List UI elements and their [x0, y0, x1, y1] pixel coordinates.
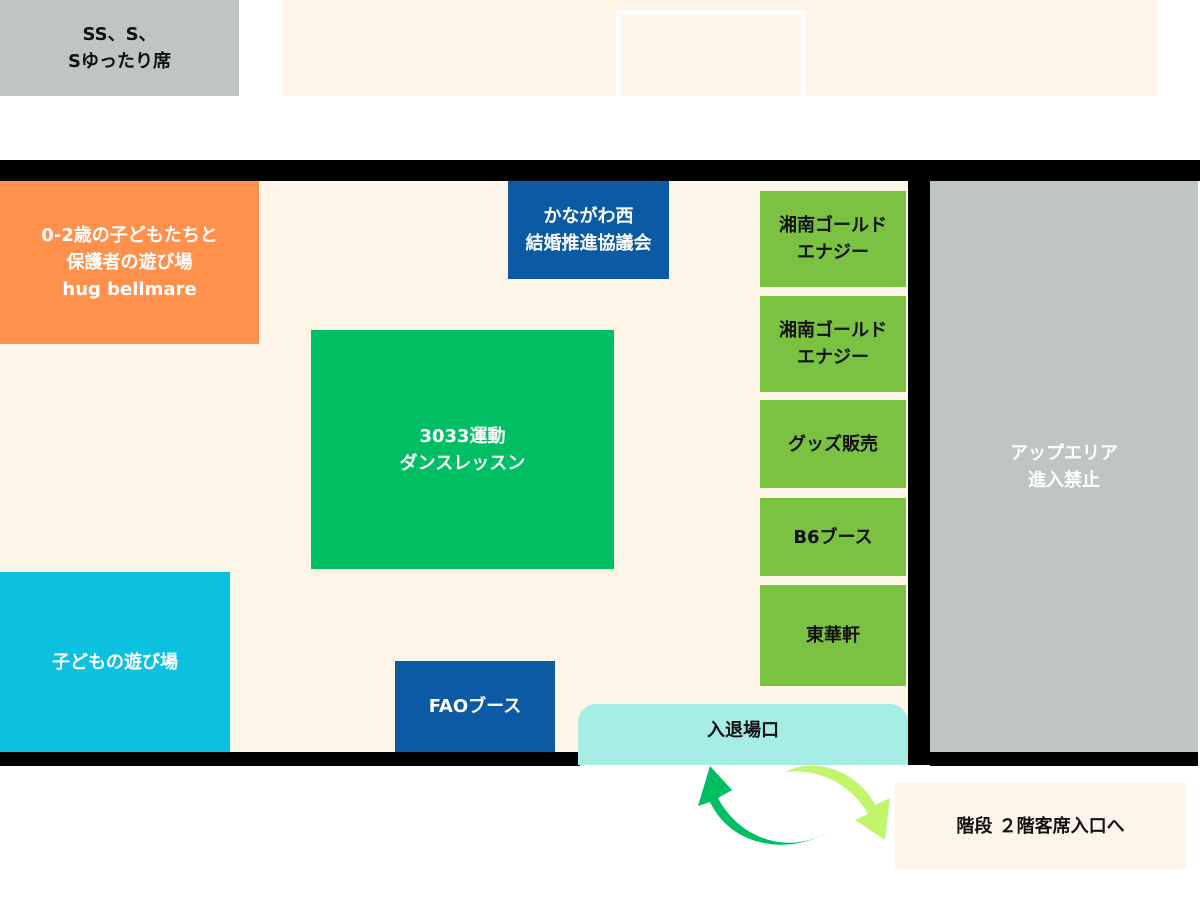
bottom-wall-left [0, 752, 580, 766]
top-wall [0, 160, 1200, 181]
kanagawa-booth: かながわ西 結婚推進協議会 [508, 181, 669, 279]
kids-0-2-area: 0-2歳の子どもたちと 保護者の遊び場 hug bellmare [0, 181, 259, 344]
entrance[interactable]: 入退場口 [578, 704, 908, 765]
fao-booth: FAOブース [395, 661, 555, 752]
dance-lesson-area: 3033運動 ダンスレッスン [311, 330, 614, 569]
right-wall [908, 181, 930, 765]
seats-area: SS、S、 Sゆったり席 [0, 0, 239, 96]
bottom-wall-right [930, 752, 1198, 766]
booth-shonan-gold-1: 湘南ゴールド エナジー [760, 191, 906, 287]
arrows [698, 765, 890, 845]
booth-goods: グッズ販売 [760, 400, 906, 488]
kids-play-area: 子どもの遊び場 [0, 572, 230, 752]
top-outline-box [616, 10, 806, 100]
top-floor-area [282, 0, 1158, 96]
stairs-label: 階段 ２階客席入口へ [895, 783, 1186, 869]
booth-tokaken: 東華軒 [760, 585, 906, 686]
booth-shonan-gold-2: 湘南ゴールド エナジー [760, 296, 906, 392]
booth-b6: B6ブース [760, 498, 906, 576]
arrow-to-stairs-icon [785, 765, 890, 840]
arrow-to-entrance-icon [698, 766, 828, 845]
up-area: アップエリア 進入禁止 [930, 181, 1198, 752]
